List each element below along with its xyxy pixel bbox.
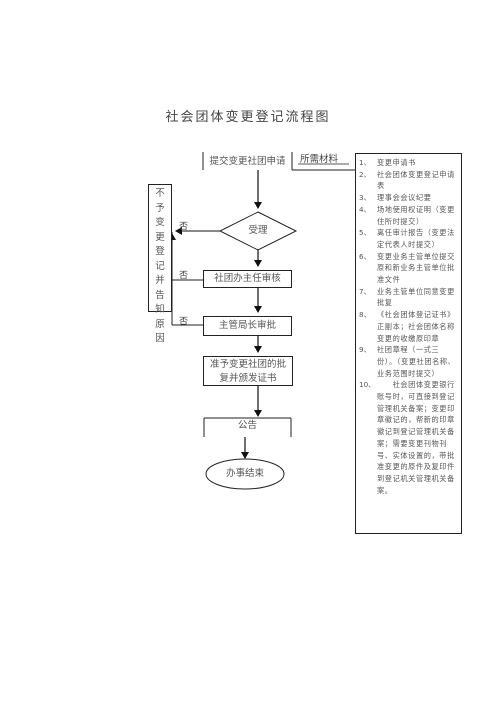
reject-box-char: 并 <box>155 275 165 286</box>
material-item: 7、业务主管单位同意变更批复 <box>359 286 459 309</box>
no-label-bureau: 否 <box>179 317 189 327</box>
announce-text: 公告 <box>237 420 257 431</box>
material-item-text: 业务主管单位同意变更批复 <box>377 286 455 308</box>
material-item-number: 2、 <box>359 169 371 179</box>
no-label-review: 否 <box>179 271 189 281</box>
material-item: 2、社会团体变更登记申请表 <box>359 169 459 192</box>
material-item: 5、离任审计报告（变更法定代表人时提交） <box>359 227 459 250</box>
reject-box-char: 不 <box>155 188 165 199</box>
material-item-number: 5、 <box>359 228 371 238</box>
material-item: 10、 社会团体变更银行账号时，可直接到登记管理机关备案；变更印章徽记的，帮新的… <box>359 379 459 496</box>
material-item: 9、社团章程（一式三份）。（变更社团名称、业务范围时提交） <box>359 344 459 379</box>
material-item-text: 社团章程（一式三份）。（变更社团名称、业务范围时提交） <box>377 345 456 378</box>
material-item-number: 10、 <box>359 380 376 390</box>
material-item: 6、变更业务主管单位提交原和新业务主管单位批准文件 <box>359 251 459 286</box>
material-item: 4、场地使用权证明（变更住所时提交） <box>359 204 459 227</box>
material-item-number: 6、 <box>359 251 371 261</box>
reject-box-char: 更 <box>155 231 165 243</box>
material-item: 8、《社会团体登记证书》正副本；社会团体名称变更的收缴原印章 <box>359 309 459 344</box>
approval-text-line1: 准予变更社团的批 <box>209 359 286 370</box>
material-item-text: 离任审计报告（变更法定代表人时提交） <box>377 228 455 249</box>
accept-label: 受理 <box>248 225 268 236</box>
reject-box-char: 变 <box>155 217 165 228</box>
material-item-text: 变更申请书 <box>377 158 416 167</box>
material-item-text: 理事会会议纪要 <box>377 193 432 203</box>
material-item-text: 变更业务主管单位提交原和新业务主管单位批准文件 <box>377 251 455 285</box>
material-item-number: 4、 <box>359 204 371 214</box>
reject-box-char: 记 <box>155 260 165 272</box>
submit-application: 提交变更社团申请 <box>209 156 286 167</box>
approval-box: 准予变更社团的批 复并颁发证书 <box>203 356 293 386</box>
director-review-box: 社团办主任审核 <box>203 270 292 288</box>
bureau-approve-text: 主管局长审批 <box>218 320 276 331</box>
reject-box-char: 告 <box>155 289 165 301</box>
reject-box-char: 原 <box>155 318 165 330</box>
page-title: 社会团体变更登记流程图 <box>165 110 331 125</box>
material-item-text: 社会团体变更登记申请表 <box>377 169 455 191</box>
material-item-text: 场地使用权证明（变更住所时提交） <box>377 204 455 226</box>
end-ellipse <box>205 458 285 490</box>
material-item-text: 《社会团体登记证书》正副本；社会团体名称变更的收缴原印章 <box>377 310 455 343</box>
materials-label: 所需材料 <box>300 154 339 165</box>
reject-box-char: 登 <box>155 246 165 257</box>
material-item-number: 8、 <box>359 310 371 320</box>
material-item-number: 3、 <box>359 193 371 203</box>
reject-box-char: 知 <box>155 304 165 315</box>
material-item-number: 1、 <box>359 158 371 167</box>
no-label-accept: 否 <box>179 222 189 232</box>
reject-box-text: 不予变更登记并告知原因 <box>149 185 171 347</box>
reject-box-char: 因 <box>155 333 165 344</box>
bureau-approve-box: 主管局长审批 <box>203 316 292 336</box>
material-item: 3、理事会会议纪要 <box>359 192 459 204</box>
end-text: 办事结束 <box>225 468 264 479</box>
material-item-text: 社会团体变更银行账号时，可直接到登记管理机关备案；变更印章徽记的，帮新的印章徽记… <box>377 380 455 495</box>
director-review-text: 社团办主任审核 <box>214 273 281 284</box>
reject-box: 不予变更登记并告知原因 <box>148 184 172 344</box>
approval-text-line2: 复并颁发证书 <box>219 373 277 384</box>
material-item: 1、变更申请书 <box>359 157 459 169</box>
material-item-number: 7、 <box>359 286 371 296</box>
material-item-number: 9、 <box>359 345 371 355</box>
reject-box-char: 予 <box>155 202 165 214</box>
